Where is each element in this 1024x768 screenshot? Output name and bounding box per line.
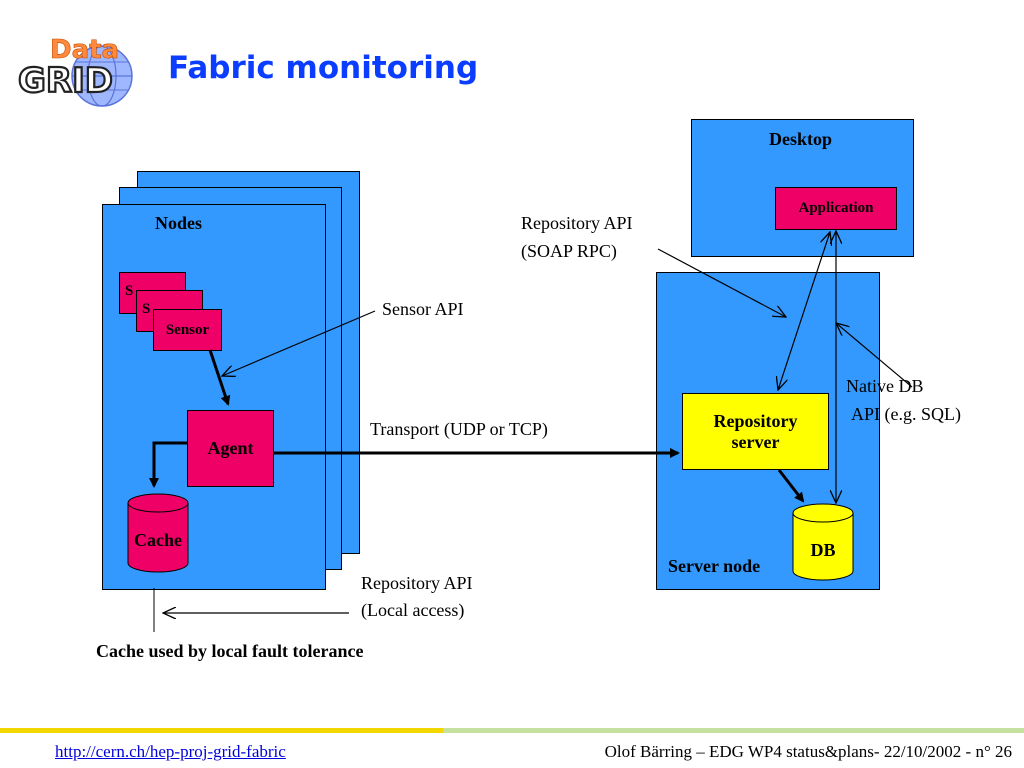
nodes-label: Nodes	[155, 213, 203, 233]
native-db-pointer	[836, 323, 913, 388]
agent-label: Agent	[207, 438, 254, 458]
sensor-api-label: Sensor API	[382, 299, 464, 319]
sensor-label-2: S	[142, 301, 151, 317]
repository-server-box: Repository server	[682, 393, 829, 470]
cache-note-label: Cache used by local fault tolerance	[96, 641, 364, 661]
agent-to-cache-arrow	[149, 441, 187, 488]
application-box: Application	[775, 187, 897, 230]
server-node-label: Server node	[668, 556, 761, 576]
desktop-label: Desktop	[769, 129, 833, 149]
sensor-label-3: Sensor	[165, 321, 210, 338]
db-cylinder	[792, 503, 854, 581]
native-db-label-2: API (e.g. SQL)	[851, 404, 961, 424]
repository-api-soap-pointer	[657, 248, 786, 317]
datagrid-logo: Data GRID	[14, 28, 164, 110]
footer-bar-green	[443, 728, 1024, 733]
cache-cylinder	[127, 493, 189, 573]
application-label: Application	[798, 200, 874, 216]
repository-api-soap-label-1: Repository API	[521, 213, 633, 233]
repository-api-local-label-2: (Local access)	[361, 600, 465, 620]
logo-grid-text: GRID	[18, 61, 113, 101]
db-label: DB	[810, 540, 835, 560]
sensor-api-pointer	[222, 310, 376, 376]
sensor-box-3: Sensor	[153, 309, 222, 351]
cache-label: Cache	[134, 530, 182, 550]
repository-server-label-1: Repository	[713, 410, 798, 431]
logo-data-text: Data	[50, 35, 119, 65]
native-db-label-1: Native DB	[846, 376, 924, 396]
footer-bar-yellow	[0, 728, 443, 733]
repository-server-label-2: server	[731, 431, 780, 452]
agent-box: Agent	[187, 410, 274, 487]
sensor-to-agent-arrow	[208, 349, 231, 406]
repository-api-local-label-1: Repository API	[361, 573, 473, 593]
transport-label: Transport (UDP or TCP)	[370, 419, 548, 439]
sensor-label-1: S	[125, 283, 134, 299]
footer-credit: Olof Bärring – EDG WP4 status&plans- 22/…	[604, 742, 1012, 761]
page-title: Fabric monitoring	[168, 50, 479, 86]
application-server-arrow	[778, 232, 830, 390]
server-to-db-arrow	[777, 469, 805, 503]
footer-link[interactable]: http://cern.ch/hep-proj-grid-fabric	[55, 742, 286, 761]
repository-api-soap-label-2: (SOAP RPC)	[521, 241, 617, 261]
